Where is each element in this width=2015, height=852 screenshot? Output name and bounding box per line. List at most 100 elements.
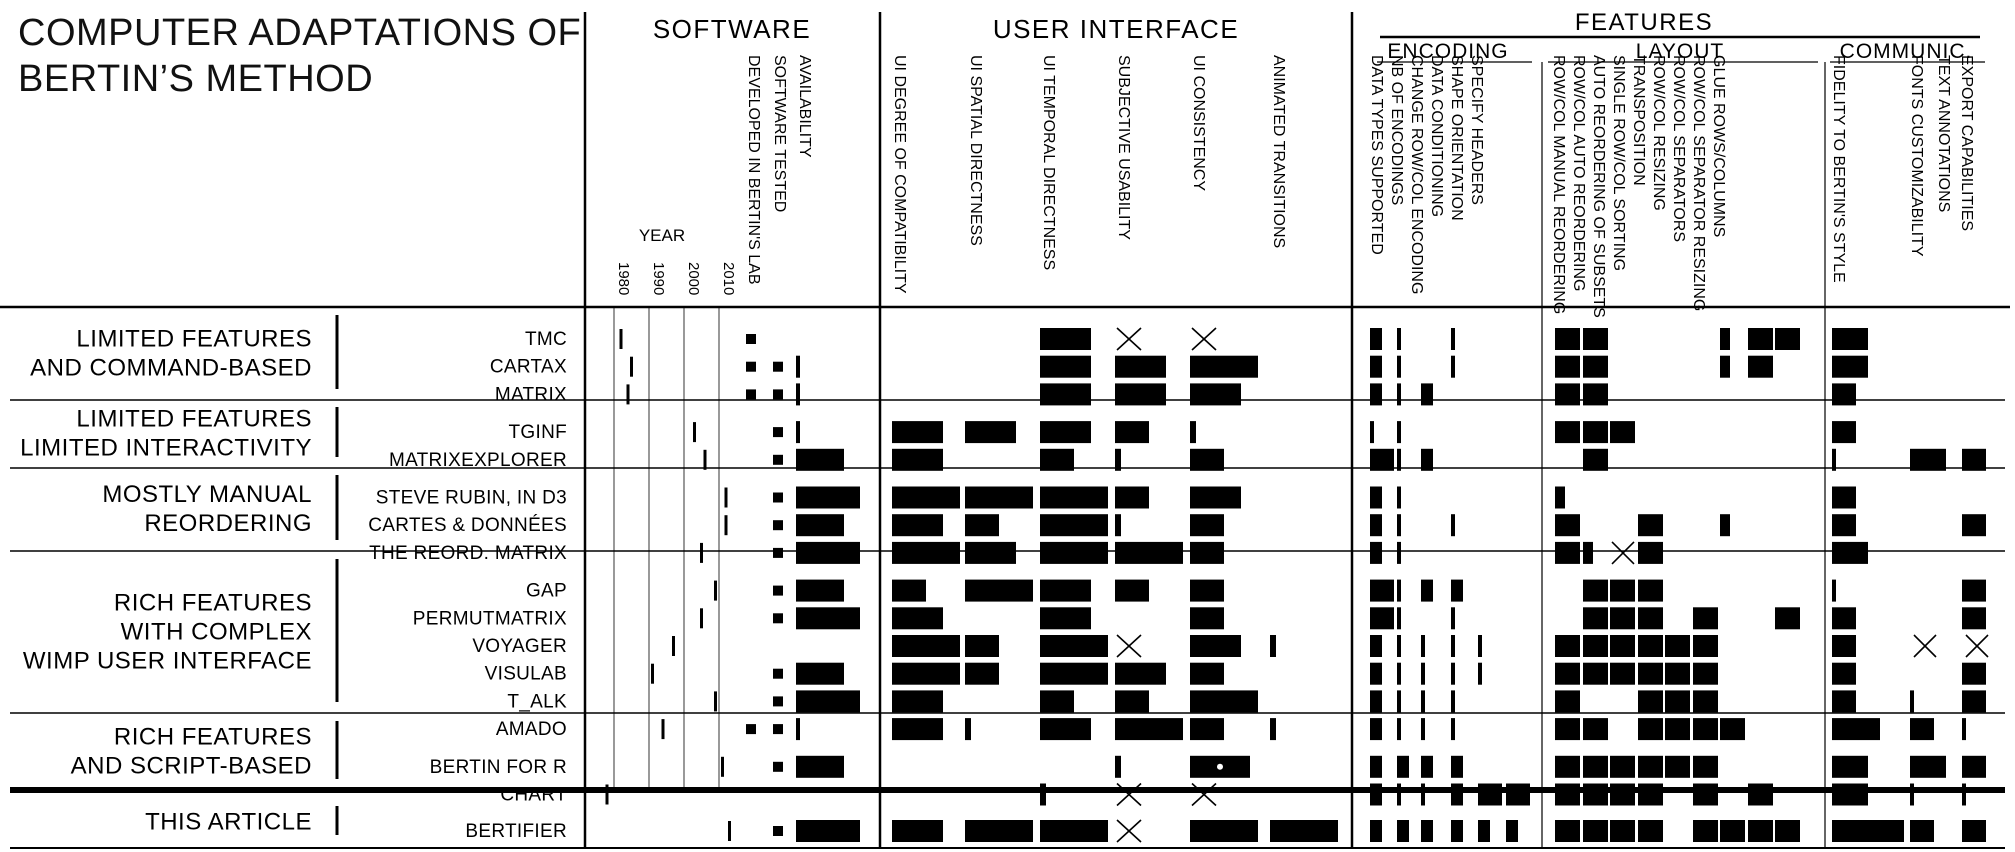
column-label-subjective-usability: SUBJECTIVE USABILITY <box>1115 55 1132 240</box>
communication-bar-the-reord-matrix <box>1832 541 1868 564</box>
communication-bar-chart <box>1962 783 1966 806</box>
year-mark-visulab <box>651 663 654 684</box>
ui-bar-matrix <box>1190 383 1241 406</box>
layout-bar-permutmatrix <box>1775 607 1800 630</box>
column-label-nb-of-encodings: NB OF ENCODINGS <box>1388 55 1405 205</box>
group-label: LIMITED INTERACTIVITY <box>20 435 312 462</box>
encoding-bar-tmc <box>1397 328 1401 350</box>
software-name-steve-rubin-in-d3: STEVE RUBIN, IN D3 <box>376 488 567 509</box>
layout-bar-steve-rubin-in-d3 <box>1555 486 1565 509</box>
communication-bar-voyager <box>1832 635 1856 657</box>
encoding-bar-amado <box>1397 718 1401 741</box>
ui-cross-bertifier <box>1116 819 1142 843</box>
column-label-data-types-supported: DATA TYPES SUPPORTED <box>1368 55 1385 255</box>
layout-bar-the-reord-matrix <box>1638 541 1663 564</box>
availability-bar-cartax <box>796 355 800 378</box>
ui-bar-steve-rubin-in-d3 <box>1040 486 1108 509</box>
lab-mark-amado <box>746 724 756 735</box>
ui-bar-t-alk <box>892 690 943 713</box>
layout-bar-permutmatrix <box>1638 607 1663 630</box>
tested-mark-the-reord-matrix <box>773 547 783 558</box>
software-name-t-alk: T_ALK <box>507 691 567 712</box>
column-label-single-row-col-sorting: SINGLE ROW/COL SORTING <box>1610 55 1627 271</box>
year-mark-cartes-donn-es <box>724 515 728 536</box>
ui-dot-bertin-for-r <box>1217 763 1223 770</box>
column-label-availability: AVAILABILITY <box>796 55 813 158</box>
layout-bar-chart <box>1748 783 1773 806</box>
encoding-bar-cartes-donn-es <box>1397 514 1401 537</box>
group-label: RICH FEATURES <box>114 724 312 751</box>
ui-bar-cartes-donn-es <box>965 514 999 537</box>
layout-bar-cartes-donn-es <box>1720 514 1730 537</box>
availability-bar-the-reord-matrix <box>796 541 860 564</box>
communication-bar-bertifier <box>1832 820 1880 842</box>
ui-bar-steve-rubin-in-d3 <box>965 486 1033 509</box>
layout-bar-tmc <box>1748 328 1773 350</box>
encoding-bar-amado <box>1421 718 1425 741</box>
tested-mark-cartax <box>773 361 783 372</box>
ui-bar-matrixexplorer <box>892 448 943 471</box>
communication-bar-amado <box>1962 718 1966 741</box>
ui-bar-tginf <box>892 421 943 444</box>
encoding-bar-amado <box>1370 718 1382 741</box>
group-label: WIMP USER INTERFACE <box>23 648 312 675</box>
communication-bar-t-alk <box>1962 690 1986 713</box>
layout-bar-amado <box>1720 718 1745 741</box>
encoding-bar-matrix <box>1421 383 1433 406</box>
layout-bar-bertifier <box>1693 820 1718 842</box>
communication-bar-visulab <box>1832 662 1856 685</box>
communication-bar-bertifier <box>1880 820 1904 842</box>
encoding-bar-visulab <box>1370 662 1382 685</box>
ui-bar-the-reord-matrix <box>965 541 1016 564</box>
encoding-bar-bertifier <box>1451 820 1463 842</box>
communication-cross-voyager <box>1965 634 1989 658</box>
ui-bar-voyager <box>892 635 960 657</box>
year-mark-cartax <box>630 356 633 377</box>
layout-bar-permutmatrix <box>1583 607 1608 630</box>
communication-bar-matrix <box>1832 383 1856 406</box>
encoding-bar-bertifier <box>1397 820 1409 842</box>
software-name-tmc: TMC <box>525 329 567 350</box>
layout-bar-bertifier <box>1720 820 1745 842</box>
software-name-amado: AMADO <box>496 719 567 740</box>
column-label-text-annotations: TEXT ANNOTATIONS <box>1935 55 1952 212</box>
ui-bar-matrix <box>1040 383 1091 406</box>
layout-bar-bertifier <box>1555 820 1580 842</box>
encoding-bar-visulab <box>1451 662 1455 685</box>
layout-bar-bertifier <box>1610 820 1635 842</box>
encoding-bar-gap <box>1451 579 1463 602</box>
encoding-bar-matrixexplorer <box>1370 448 1394 471</box>
encoding-bar-permutmatrix <box>1397 607 1401 630</box>
group-label: THIS ARTICLE <box>145 809 312 836</box>
encoding-bar-t-alk <box>1397 690 1401 713</box>
ui-bar-permutmatrix <box>1190 607 1224 630</box>
encoding-bar-bertin-for-r <box>1397 755 1409 778</box>
column-label-fidelity-to-bertin-s-style: FIDELITY TO BERTIN'S STYLE <box>1830 55 1847 283</box>
column-label-data-conditioning: DATA CONDITIONING <box>1428 55 1445 217</box>
column-label-row-col-resizing: ROW/COL RESIZING <box>1650 55 1667 211</box>
encoding-bar-cartax <box>1397 355 1401 378</box>
year-tick-label: 1980 <box>615 262 632 295</box>
ui-bar-matrix <box>1115 383 1166 406</box>
column-label-row-col-separator-resizing: ROW/COL SEPARATOR RESIZING <box>1690 55 1707 311</box>
ui-bar-steve-rubin-in-d3 <box>1115 486 1149 509</box>
communication-bar-matrixexplorer <box>1910 448 1946 471</box>
layout-cross-the-reord-matrix <box>1611 541 1635 565</box>
ui-bar-cartax <box>1190 355 1258 378</box>
communication-bar-gap <box>1832 579 1836 602</box>
group-label: REORDERING <box>144 510 312 537</box>
encoding-bar-visulab <box>1478 662 1482 685</box>
layout-bar-amado <box>1555 718 1580 741</box>
ui-bar-tginf <box>1190 421 1196 444</box>
layout-bar-matrix <box>1583 383 1608 406</box>
layout-bar-matrixexplorer <box>1583 448 1608 471</box>
encoding-bar-gap <box>1421 579 1433 602</box>
lab-mark-tmc <box>746 334 756 344</box>
layout-bar-bertifier <box>1583 820 1608 842</box>
encoding-bar-bertifier <box>1421 820 1433 842</box>
ui-bar-amado <box>892 718 943 741</box>
layout-bar-bertin-for-r <box>1693 755 1718 778</box>
software-name-the-reord-matrix: THE REORD. MATRIX <box>369 543 567 564</box>
